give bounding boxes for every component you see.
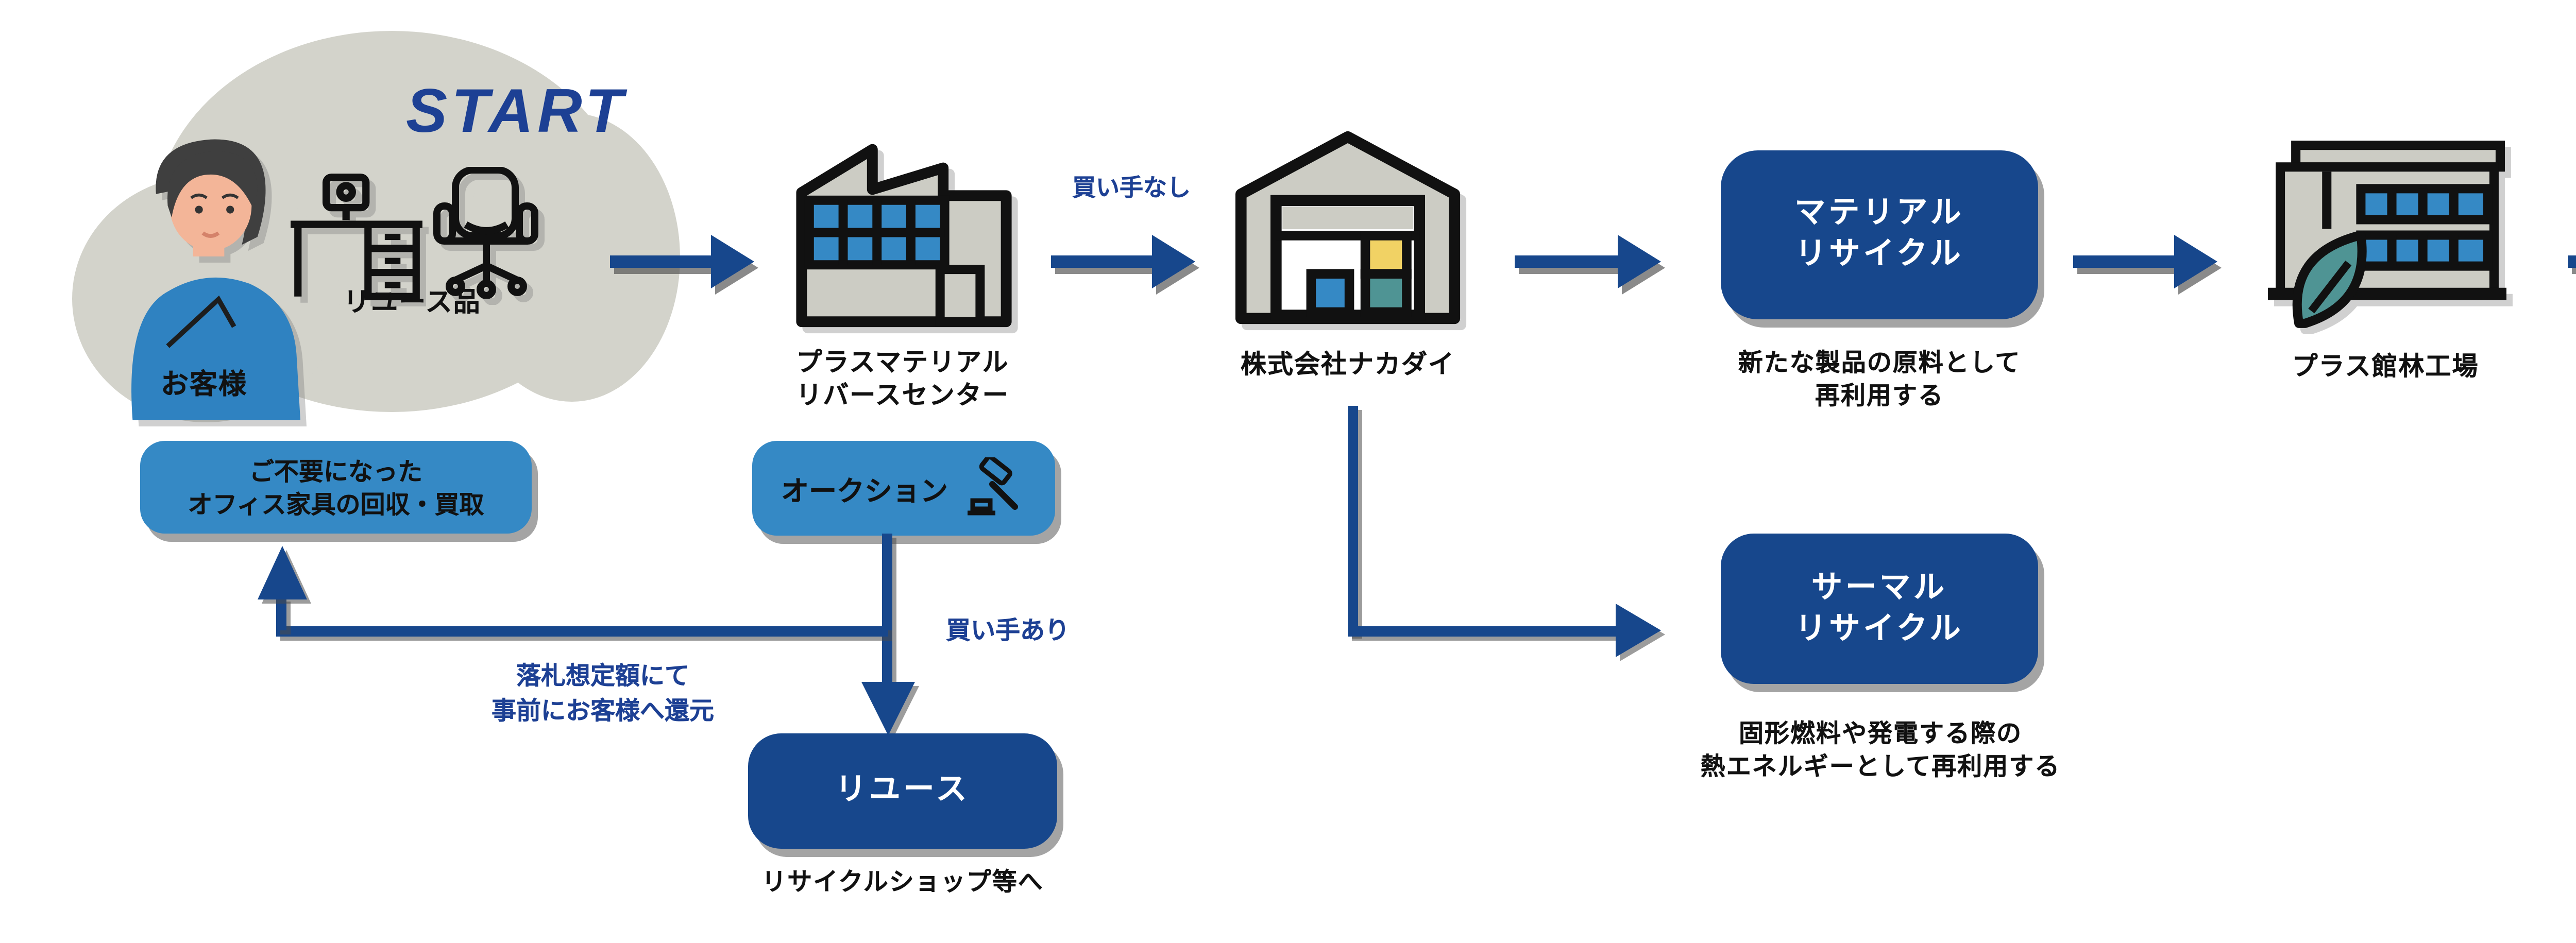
nakadai-label: 株式会社ナカダイ: [1240, 350, 1455, 379]
reverse-center-label-line1: プラスマテリアル: [796, 348, 1009, 377]
reverse-center-label-line2: リバースセンター: [796, 381, 1009, 410]
gavel-icon: [964, 457, 1026, 519]
arrow-material-to-factory: [2073, 235, 2217, 288]
collection-box-line1: ご不要になった: [249, 456, 422, 485]
material-recycle-desc: 新たな製品の原料として 再利用する: [1673, 346, 2086, 412]
buyer-label: 買い手あり: [945, 616, 1070, 645]
customer-label: お客様: [161, 369, 247, 400]
arrow-factory-to-products: [2568, 235, 2576, 288]
nakadai-warehouse-icon: [1228, 124, 1467, 332]
refund-note-line1: 落札想定額にて: [516, 661, 689, 690]
material-recycle-desc-line1: 新たな製品の原料として: [1738, 348, 2021, 377]
thermal-recycle-desc: 固形燃料や発電する際の 熱エネルギーとして再利用する: [1638, 717, 2123, 783]
reverse-center-label: プラスマテリアル リバースセンター: [758, 346, 1047, 412]
auction-label: オークション: [781, 476, 948, 507]
customer-person-icon: [99, 128, 338, 420]
connector-auction-down: [882, 534, 892, 684]
office-chair-icon: [431, 167, 544, 299]
desk-icon: [289, 173, 425, 301]
refund-note: 落札想定額にて 事前にお客様へ還元: [453, 659, 752, 727]
thermal-recycle-desc-line2: 熱エネルギーとして再利用する: [1700, 752, 2061, 781]
connector-nakadai-down: [1348, 406, 1358, 635]
thermal-recycle-title-line1: サーマル: [1811, 570, 1947, 605]
material-recycle-title-line2: リサイクル: [1795, 237, 1964, 272]
reuse-items-label: リユース品: [343, 286, 481, 317]
plus-factory-icon: [2259, 136, 2514, 330]
arrow-nakadai-to-material: [1515, 235, 1661, 288]
auction-box: オークション: [752, 441, 1055, 536]
material-recycle-title-line1: マテリアル: [1794, 196, 1964, 231]
reverse-center-building-icon: [789, 128, 1020, 336]
arrowhead-up-to-collection: [258, 546, 307, 599]
material-recycle-desc-line2: 再利用する: [1815, 381, 1944, 410]
thermal-recycle-desc-line1: 固形燃料や発電する際の: [1738, 719, 2022, 748]
thermal-recycle-title-line2: リサイクル: [1795, 611, 1964, 646]
arrow-customer-to-center: [610, 235, 754, 288]
refund-note-line2: 事前にお客様へ還元: [491, 695, 714, 724]
collection-buyback-box: ご不要になった オフィス家具の回収・買取: [140, 441, 532, 534]
arrowhead-right-to-thermal: [1616, 604, 1661, 657]
collection-box-line2: オフィス家具の回収・買取: [188, 489, 484, 518]
material-recycle-box: マテリアル リサイクル: [1721, 150, 2038, 319]
no-buyer-label: 買い手なし: [1072, 177, 1191, 202]
connector-left-up: [276, 597, 286, 630]
connector-nakadai-right: [1348, 626, 1616, 637]
reuse-box: リユース: [748, 733, 1057, 849]
thermal-recycle-box: サーマル リサイクル: [1721, 534, 2038, 684]
reuse-note: リサイクルショップ等へ: [761, 867, 1044, 896]
reuse-title: リユース: [835, 773, 970, 808]
connector-branch-left: [276, 626, 888, 637]
start-label: START: [406, 78, 627, 146]
arrow-center-to-nakadai: [1051, 235, 1195, 288]
arrowhead-down-to-reuse: [861, 682, 915, 735]
plus-factory-label: プラス館林工場: [2292, 352, 2479, 381]
